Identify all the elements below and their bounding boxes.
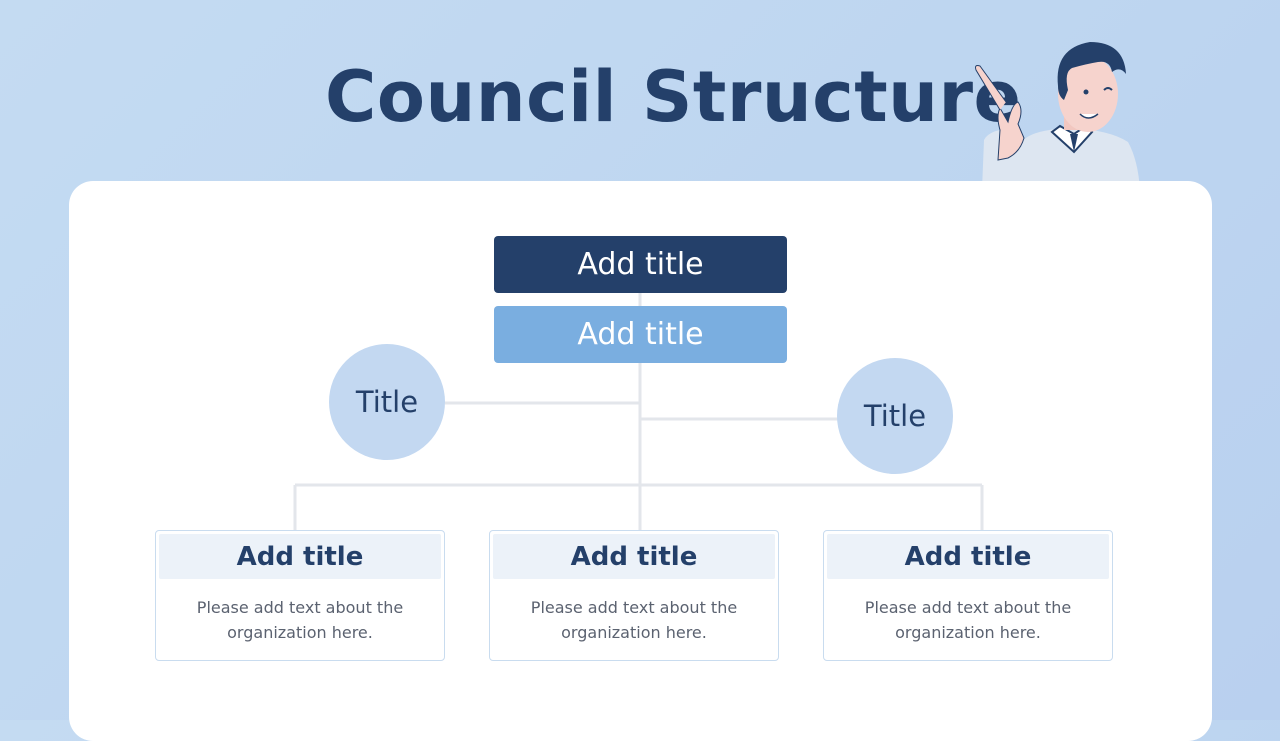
second-title-box: Add title (494, 306, 787, 363)
card-text: Please add text about the organization h… (864, 598, 1072, 642)
slide-title: Council Structure (325, 56, 1022, 138)
org-card-right: Add title Please add text about the orga… (823, 530, 1113, 661)
top-title-box: Add title (494, 236, 787, 293)
card-title: Add title (493, 534, 775, 579)
left-title-circle: Title (329, 344, 445, 460)
card-title: Add title (827, 534, 1109, 579)
card-text: Please add text about the organization h… (196, 598, 404, 642)
org-card-center: Add title Please add text about the orga… (489, 530, 779, 661)
right-title-circle: Title (837, 358, 953, 474)
card-title: Add title (159, 534, 441, 579)
card-text: Please add text about the organization h… (530, 598, 738, 642)
pointing-man-icon (975, 42, 1140, 190)
org-card-left: Add title Please add text about the orga… (155, 530, 445, 661)
